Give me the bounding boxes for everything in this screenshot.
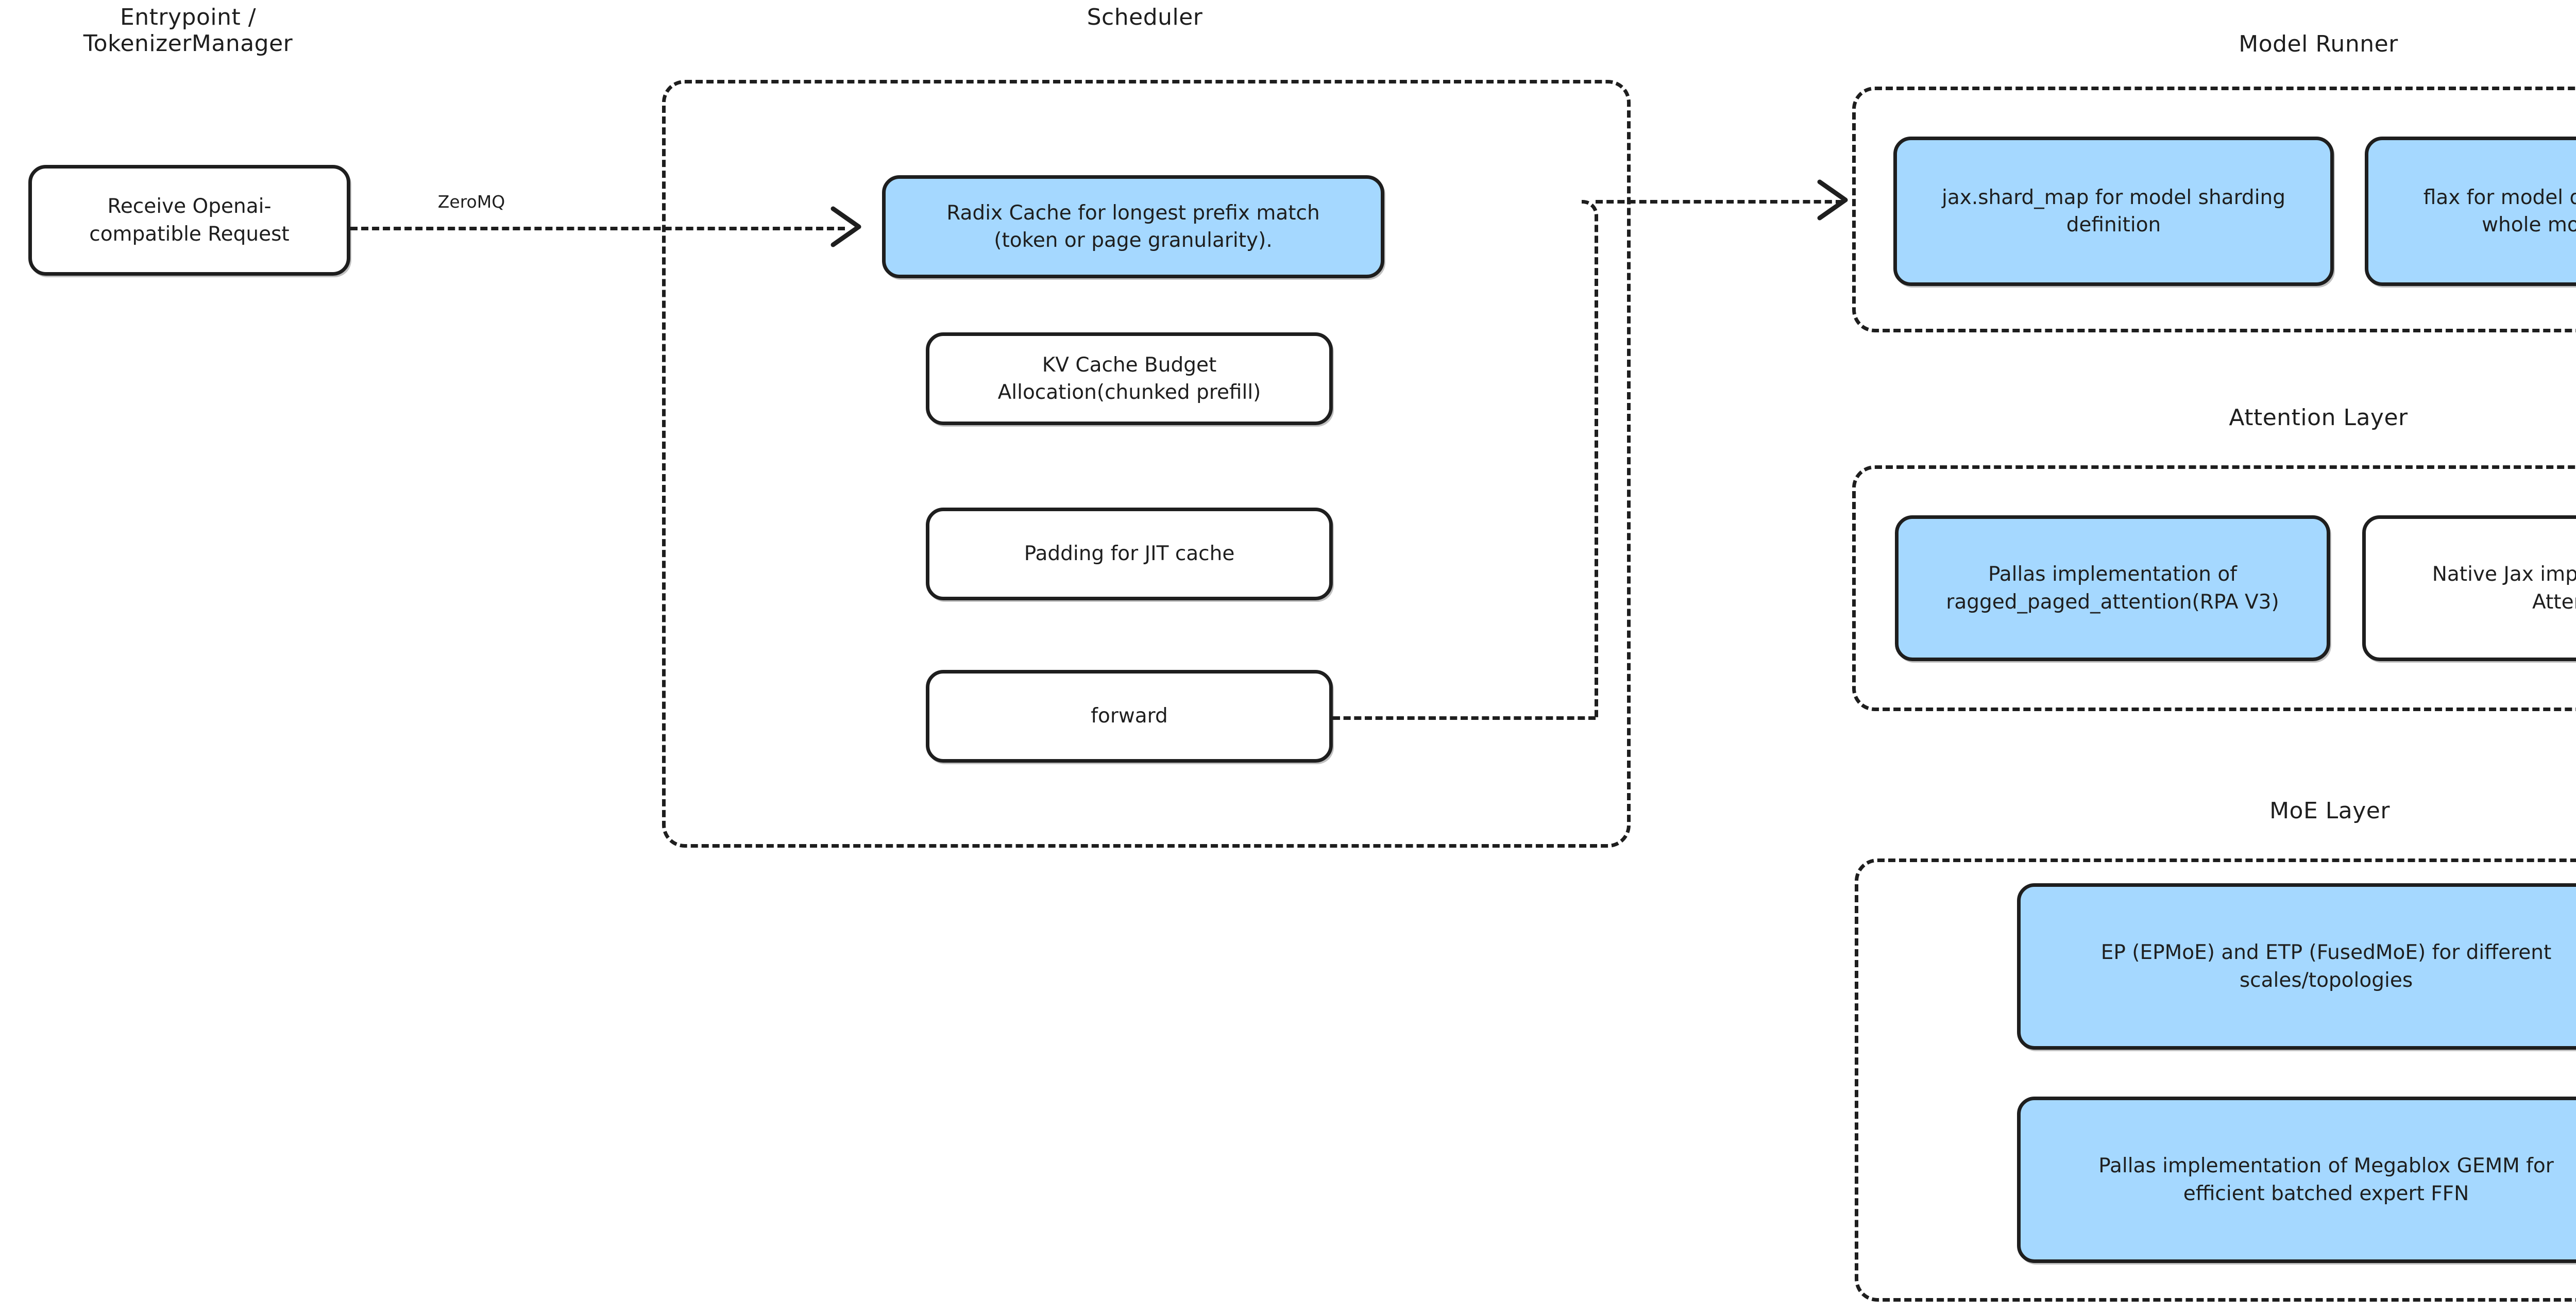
shard-map-line2: definition [2066, 213, 2161, 237]
node-receive-request[interactable]: Receive Openai- compatible Request [28, 165, 350, 276]
entrypoint-title-line2: TokenizerManager [83, 30, 293, 57]
kv-budget-line2: Allocation(chunked prefill) [997, 381, 1261, 404]
group-box-model-runner [1852, 87, 2576, 332]
forward-line1: forward [1091, 704, 1168, 728]
group-box-scheduler [662, 80, 1631, 848]
ep-etp-line2: scales/topologies [2239, 968, 2413, 992]
group-title-model-runner: Model Runner [2239, 31, 2398, 57]
node-megablox[interactable]: Pallas implementation of Megablox GEMM f… [2017, 1097, 2576, 1263]
entrypoint-title-line1: Entrypoint / [120, 4, 257, 30]
node-native-jax-attention[interactable]: Native Jax implementation of Attention [2362, 515, 2576, 661]
radix-cache-line1: Radix Cache for longest prefix match [946, 201, 1320, 225]
native-jax-attn-line1: Native Jax implementation of [2432, 563, 2576, 586]
group-title-attention-layer: Attention Layer [2229, 405, 2408, 431]
edge-zeromq-line [350, 227, 845, 230]
node-shard-map[interactable]: jax.shard_map for model sharding definit… [1893, 137, 2334, 286]
kv-budget-line1: KV Cache Budget [1042, 353, 1217, 377]
padding-jit-line1: Padding for JIT cache [1024, 542, 1235, 566]
receive-request-line1: Receive Openai- [107, 195, 272, 218]
flax-line1: flax for model definition and jit [2423, 186, 2576, 209]
ep-etp-line1: EP (EPMoE) and ETP (FusedMoE) for differ… [2100, 941, 2552, 965]
edge-forward-to-runner [1596, 200, 1843, 204]
node-ep-etp[interactable]: EP (EPMoE) and ETP (FusedMoE) for differ… [2017, 883, 2576, 1050]
group-title-scheduler: Scheduler [1087, 4, 1203, 30]
edge-forward-horizontal [1333, 716, 1596, 720]
node-forward[interactable]: forward [926, 670, 1333, 763]
receive-request-line2: compatible Request [89, 222, 290, 246]
node-flax[interactable]: flax for model definition and jit whole … [2365, 137, 2576, 286]
node-kv-cache-budget[interactable]: KV Cache Budget Allocation(chunked prefi… [926, 332, 1333, 425]
radix-cache-line2: (token or page granularity). [994, 229, 1273, 252]
megablox-line1: Pallas implementation of Megablox GEMM f… [2098, 1154, 2554, 1178]
edge-forward-corner [1582, 200, 1598, 718]
edge-label-zeromq: ZeroMQ [432, 192, 511, 212]
flax-line2: whole model graph [2482, 213, 2576, 237]
megablox-line2: efficient batched expert FFN [2183, 1182, 2469, 1205]
group-box-moe-layer [1855, 858, 2576, 1302]
group-title-moe-layer: MoE Layer [2269, 798, 2390, 824]
pallas-rpa-line2: ragged_paged_attention(RPA V3) [1946, 590, 2279, 614]
node-padding-jit-cache[interactable]: Padding for JIT cache [926, 508, 1333, 600]
node-pallas-rpa[interactable]: Pallas implementation of ragged_paged_at… [1895, 515, 2330, 661]
group-title-entrypoint: Entrypoint / TokenizerManager [83, 4, 293, 57]
pallas-rpa-line1: Pallas implementation of [1988, 563, 2237, 586]
shard-map-line1: jax.shard_map for model sharding [1942, 186, 2285, 209]
group-box-attention-layer [1852, 465, 2576, 711]
native-jax-attn-line2: Attention [2532, 590, 2576, 614]
node-radix-cache[interactable]: Radix Cache for longest prefix match (to… [882, 175, 1384, 278]
